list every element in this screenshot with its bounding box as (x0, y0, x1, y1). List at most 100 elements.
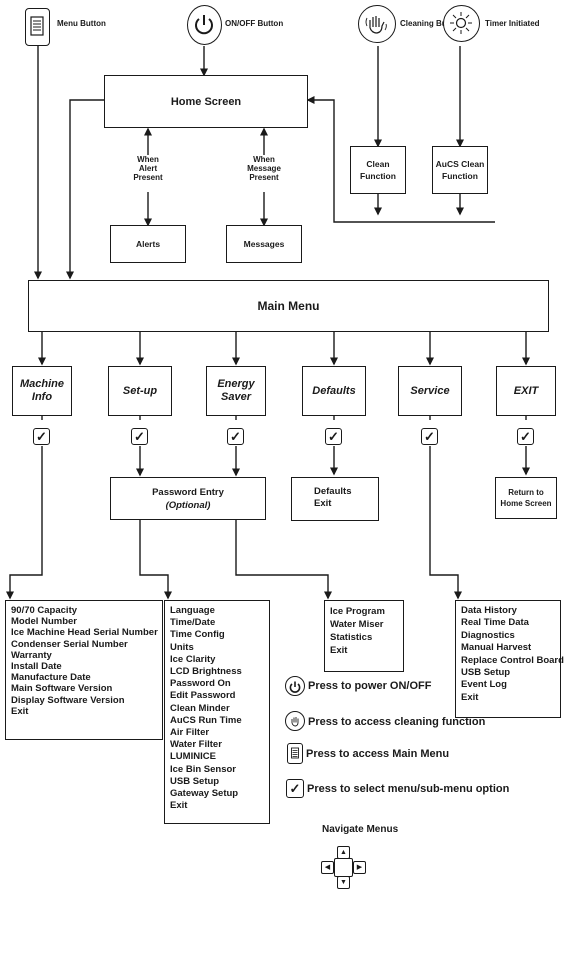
list-item[interactable]: Condenser Serial Number (11, 638, 128, 650)
list-item[interactable]: Language (170, 605, 215, 616)
legend-cleaning-text: Press to access cleaning function (308, 716, 486, 728)
list-item[interactable]: Event Log (461, 679, 507, 691)
list-item[interactable]: Ice Machine Head Serial Number (11, 627, 158, 639)
return-home-label-2: Home Screen (500, 499, 552, 508)
list-item[interactable]: Diagnostics (461, 629, 515, 641)
menu-defaults[interactable]: Defaults (302, 366, 366, 416)
check-machine-info-icon[interactable]: ✓ (33, 428, 50, 445)
list-item[interactable]: 90/70 Capacity (11, 605, 78, 616)
password-entry-title: Password Entry (152, 486, 224, 498)
check-energy-saver-icon[interactable]: ✓ (227, 428, 244, 445)
list-item[interactable]: LUMINICE (170, 751, 216, 763)
menu-button[interactable] (25, 8, 50, 46)
list-item[interactable]: Model Number (11, 616, 77, 628)
list-item[interactable]: Replace Control Board (461, 654, 564, 666)
arrow-left-icon[interactable]: ◀ (321, 861, 334, 874)
password-entry-box[interactable]: Password Entry (Optional) (110, 477, 266, 520)
service-list: Data History Real Time Data Diagnostics … (455, 600, 564, 718)
clean-function-label-2: Function (360, 171, 396, 181)
legend-cleaning-icon (285, 711, 305, 731)
list-item[interactable]: Water Miser (330, 619, 384, 630)
list-item[interactable]: Manual Harvest (461, 642, 532, 654)
clean-function-label-1: Clean (366, 159, 390, 169)
password-entry-subtitle: (Optional) (165, 499, 211, 511)
arrow-up-icon[interactable]: ▲ (337, 846, 350, 859)
hand-wash-icon (365, 16, 387, 34)
list-item[interactable]: Exit (461, 691, 479, 703)
legend-power-text: Press to power ON/OFF (308, 680, 432, 692)
list-item[interactable]: Edit Password (170, 690, 236, 702)
list-item[interactable]: Statistics (330, 632, 373, 643)
list-item[interactable]: Air Filter (170, 727, 210, 739)
list-item[interactable]: Display Software Version (11, 694, 125, 706)
alerts-label: Alerts (135, 239, 161, 249)
list-item[interactable]: Gateway Setup (170, 788, 239, 800)
list-item[interactable]: Password On (170, 678, 231, 690)
list-item[interactable]: Install Date (11, 661, 62, 673)
check-exit-icon[interactable]: ✓ (517, 428, 534, 445)
list-item[interactable]: Units (170, 641, 194, 653)
list-item[interactable]: Defaults (314, 486, 352, 497)
home-screen-label: Home Screen (170, 95, 242, 108)
power-button[interactable] (187, 5, 222, 45)
menu-exit[interactable]: EXIT (496, 366, 556, 416)
list-item[interactable]: Ice Clarity (170, 653, 216, 665)
menu-service[interactable]: Service (398, 366, 462, 416)
list-item[interactable]: Clean Minder (170, 702, 230, 714)
legend-menu-icon (287, 743, 303, 764)
list-item[interactable]: Water Filter (170, 739, 222, 751)
list-item[interactable]: Main Software Version (11, 683, 113, 695)
list-item[interactable]: Manufacture Date (11, 672, 91, 684)
list-item[interactable]: Exit (314, 498, 332, 509)
energy-saver-list: Ice Program Water Miser Statistics Exit (324, 600, 404, 672)
defaults-submenu: Defaults Exit (291, 477, 379, 521)
list-item[interactable]: Real Time Data (461, 617, 529, 629)
list-item[interactable]: Ice Program (330, 606, 385, 617)
messages-label: Messages (243, 239, 285, 249)
list-item[interactable]: Data History (461, 605, 517, 616)
arrow-down-icon[interactable]: ▼ (337, 876, 350, 889)
cleaning-button[interactable] (358, 5, 396, 43)
legend-select-text: Press to select menu/sub-menu option (307, 783, 510, 795)
list-item[interactable]: LCD Brightness (170, 666, 242, 678)
arrow-right-icon[interactable]: ▶ (353, 861, 366, 874)
check-setup-icon[interactable]: ✓ (131, 428, 148, 445)
timer-label: Timer Initiated (485, 19, 540, 28)
list-item[interactable]: Time/Date (170, 617, 216, 629)
list-item[interactable]: Ice Bin Sensor (170, 763, 236, 775)
return-home-label-1: Return to (508, 488, 544, 497)
timer-indicator (443, 5, 480, 42)
list-item[interactable]: Warranty (11, 649, 52, 661)
return-home-box: Return to Home Screen (495, 477, 557, 519)
list-item[interactable]: Exit (330, 645, 348, 656)
list-item[interactable]: Exit (11, 705, 29, 717)
list-item[interactable]: USB Setup (461, 667, 511, 679)
main-menu-label: Main Menu (257, 299, 320, 313)
messages-box: Messages (226, 225, 302, 263)
sun-timer-icon (450, 12, 472, 34)
check-service-icon[interactable]: ✓ (421, 428, 438, 445)
clean-function-box: Clean Function (350, 146, 406, 194)
list-item[interactable]: Exit (170, 800, 188, 812)
power-icon (195, 15, 213, 35)
navigate-menus-label: Navigate Menus (322, 824, 399, 835)
list-item[interactable]: AuCS Run Time (170, 714, 242, 726)
check-defaults-icon[interactable]: ✓ (325, 428, 342, 445)
legend-menu-text: Press to access Main Menu (306, 748, 450, 760)
setup-list: Language Time/Date Time Config Units Ice… (164, 600, 270, 824)
aucs-clean-function-box: AuCS Clean Function (432, 146, 488, 194)
cleaning-button-label: Cleaning Button (400, 19, 462, 28)
menu-setup[interactable]: Set-up (108, 366, 172, 416)
list-item[interactable]: USB Setup (170, 775, 220, 787)
menu-list-icon (30, 16, 44, 36)
legend-power-icon (285, 676, 305, 696)
aucs-function-label-2: Function (442, 171, 478, 181)
list-item[interactable]: Time Config (170, 629, 225, 641)
nav-pad-frame (334, 858, 353, 877)
power-button-label: ON/OFF Button (225, 19, 284, 28)
